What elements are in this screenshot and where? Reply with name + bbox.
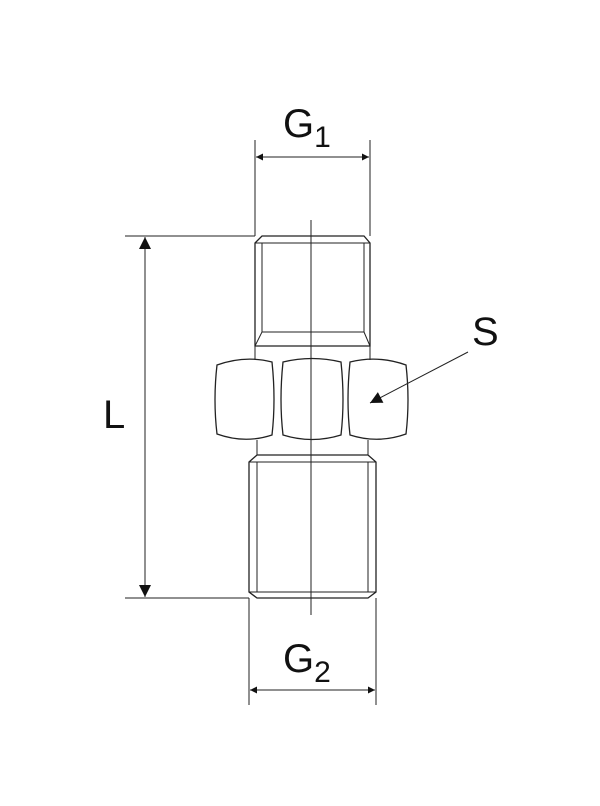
length-label: L bbox=[103, 393, 125, 437]
svg-text:G1: G1 bbox=[283, 102, 331, 154]
spanner-leader-arrow bbox=[369, 351, 469, 404]
upper-thread bbox=[254, 235, 371, 360]
lower-thread bbox=[248, 440, 377, 599]
g2-label: G bbox=[283, 637, 314, 681]
g1-label: G bbox=[283, 102, 314, 146]
svg-text:G2: G2 bbox=[283, 637, 331, 689]
g2-subscript: 2 bbox=[314, 656, 331, 689]
hex-nut bbox=[214, 357, 409, 441]
length-dimension bbox=[125, 235, 255, 599]
g2-dimension bbox=[248, 598, 377, 705]
g1-dimension bbox=[254, 140, 371, 236]
g1-subscript: 1 bbox=[314, 121, 331, 154]
spanner-label: S bbox=[472, 310, 499, 354]
